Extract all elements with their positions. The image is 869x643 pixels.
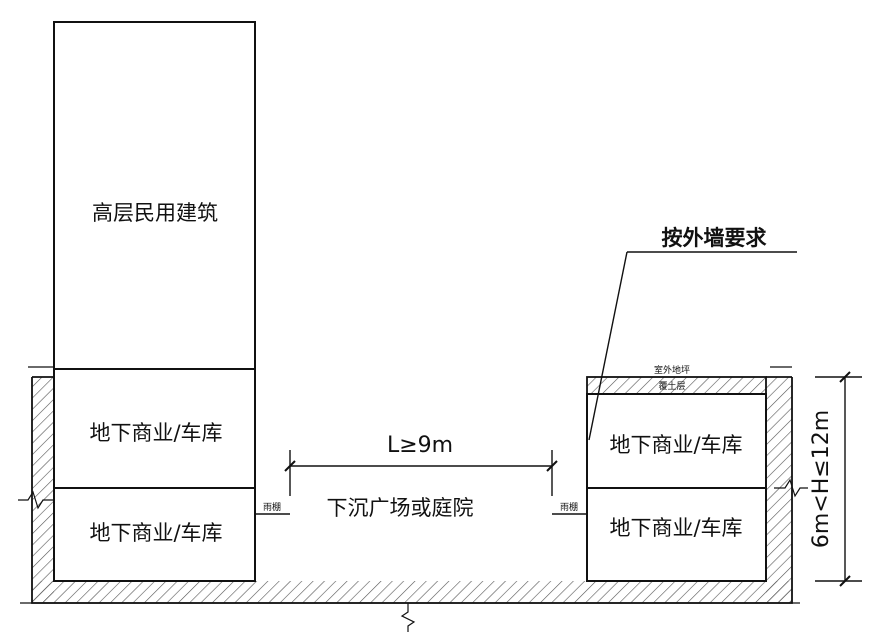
right-wall-hatch	[766, 377, 792, 602]
bottom-slab-hatch	[32, 581, 792, 603]
cover-soil-hatch	[587, 377, 766, 394]
right-basement-upper-label: 地下商业/车库	[609, 433, 742, 457]
break-marks	[18, 478, 808, 632]
left-basement-upper-label: 地下商业/车库	[89, 421, 222, 445]
callout-label: 按外墙要求	[662, 226, 767, 250]
outdoor-ground-label: 室外地坪	[654, 364, 690, 376]
left-basement-upper	[53, 368, 256, 489]
height-label: 6m<H≤12m	[809, 410, 834, 548]
highrise-building	[53, 21, 256, 370]
canopy-right-label: 雨棚	[560, 501, 578, 513]
right-basement-lower-label: 地下商业/车库	[609, 516, 742, 540]
cover-soil-label: 覆土层	[658, 380, 685, 392]
left-basement-lower	[53, 487, 256, 582]
right-basement-upper	[586, 393, 767, 489]
canopy-right: 雨棚	[552, 501, 587, 515]
highrise-label: 高层民用建筑	[92, 201, 218, 225]
hatched-ground	[32, 377, 792, 603]
spacing-label: L≥9m	[387, 433, 453, 458]
right-basement-lower	[586, 487, 767, 582]
callout-leader	[588, 251, 797, 441]
ground-lines	[20, 366, 800, 604]
left-wall-hatch	[32, 377, 54, 602]
plaza-label: 下沉广场或庭院	[327, 496, 474, 520]
canopy-left-label: 雨棚	[263, 501, 281, 513]
canopy-left: 雨棚	[255, 501, 290, 515]
spacing-dimension	[284, 450, 558, 496]
height-dimension	[815, 371, 862, 587]
left-basement-lower-label: 地下商业/车库	[89, 521, 222, 545]
